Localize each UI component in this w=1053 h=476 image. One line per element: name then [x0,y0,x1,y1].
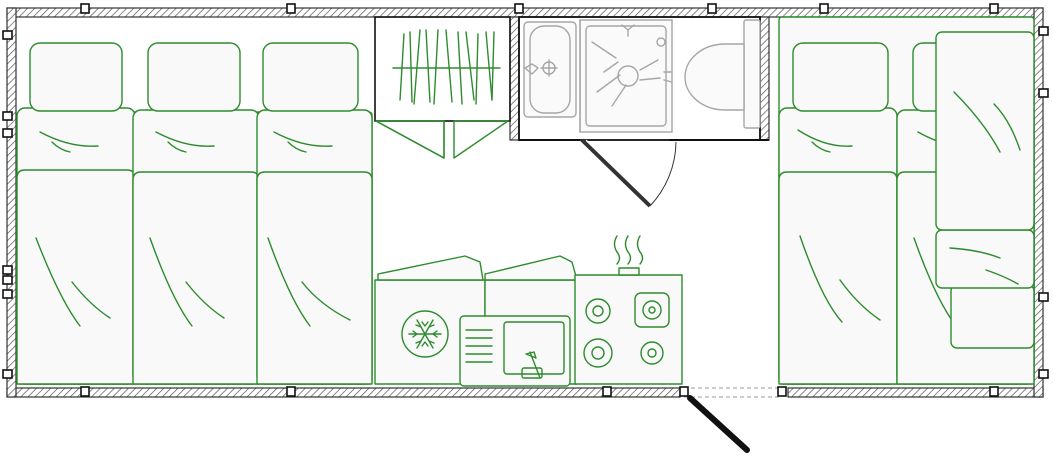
burner-icon [583,292,670,368]
entry-door-opening [684,387,780,398]
wardrobe [374,16,511,159]
washbasin [523,21,577,118]
snowflake-icon [401,310,449,358]
bunk-bed-left-3 [256,42,373,385]
bathroom-door[interactable] [580,138,677,208]
beds-right [778,16,1035,385]
entry-door[interactable] [687,395,750,453]
bed-right-1 [778,42,898,385]
fold-up-bunk [935,31,1035,349]
steam-icon [613,235,644,265]
kitchen [374,235,683,387]
faucet-icon [524,59,558,77]
toilet [684,19,761,129]
faucet-icon [521,351,543,379]
bunk-bed-left-1 [16,42,136,385]
sink [459,255,578,387]
wall-posts [2,3,1049,397]
bunk-bed-left-2 [132,42,260,385]
shower [579,19,673,133]
bunk-beds-left [16,42,373,385]
stove [574,235,683,385]
outer-walls [6,7,1044,398]
